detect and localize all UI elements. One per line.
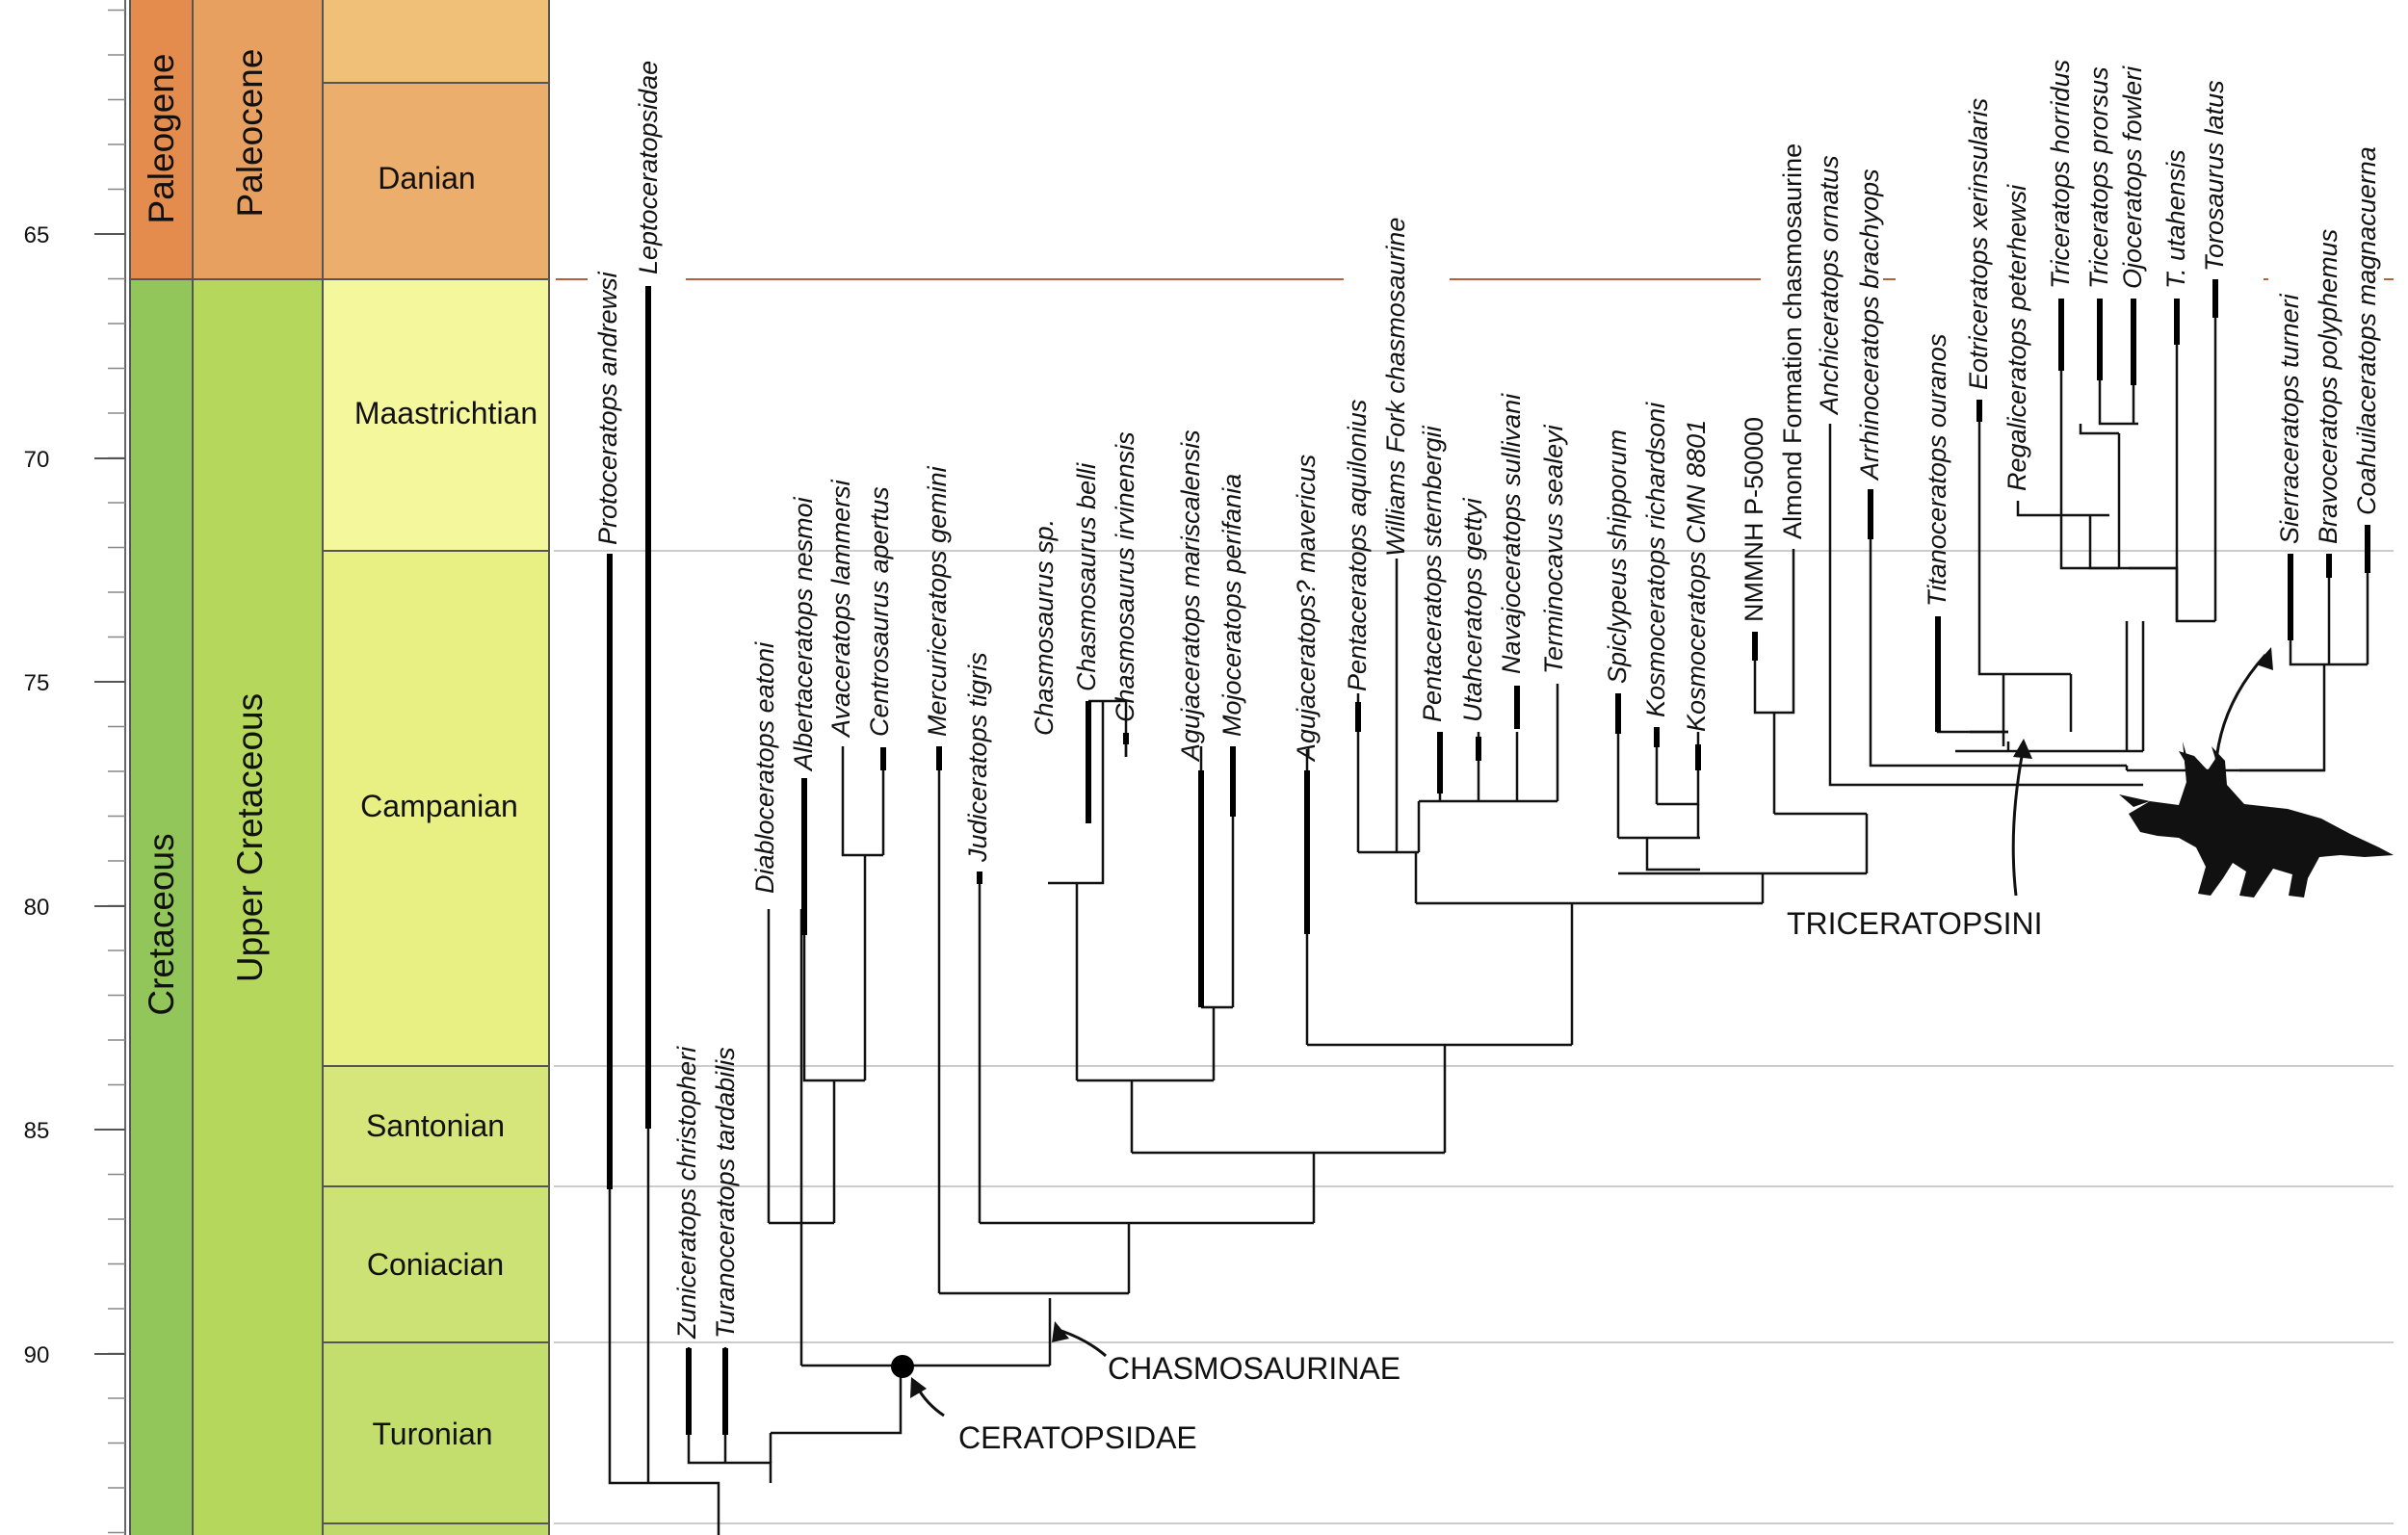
stage-label-turonian: Turonian xyxy=(372,1417,492,1451)
stage-danian xyxy=(322,82,550,280)
taxon-label: Protoceratops andrewsi xyxy=(593,271,622,545)
taxon-label: Titanoceratops ouranos xyxy=(1923,334,1951,607)
taxon-labels: Protoceratops andrewsi Leptoceratopsidae… xyxy=(593,60,2381,1340)
period-paleogene xyxy=(129,0,194,280)
taxon-label: Chasmosaurus irvinensis xyxy=(1111,431,1139,722)
taxon-label: Triceratops horridus xyxy=(2046,60,2075,289)
epoch-paleocene xyxy=(192,0,324,280)
taxon-label: Ojoceratops fowleri xyxy=(2118,65,2147,289)
taxon-label: Sierraceratops turneri xyxy=(2275,293,2304,544)
taxon-label: Pentaceratops sternbergii xyxy=(1418,425,1447,722)
stage-coniacian xyxy=(322,1185,550,1343)
stage-maastrichtian xyxy=(322,278,550,552)
ceratopsian-silhouette-icon xyxy=(2119,741,2394,898)
stage-campanian xyxy=(322,550,550,1067)
stage-label-campanian: Campanian xyxy=(360,789,518,823)
taxon-label: Leptoceratopsidae xyxy=(634,61,663,274)
stage-label-santonian: Santonian xyxy=(366,1108,505,1143)
taxon-label: Torosaurus latus xyxy=(2200,80,2229,272)
taxon-label: Diabloceratops eatoni xyxy=(750,641,779,894)
taxon-label: Williams Fork chasmosaurine xyxy=(1381,218,1410,557)
taxon-label: Turanoceratops tardabilis xyxy=(711,1047,740,1339)
taxon-label: Agujaceratops? mavericus xyxy=(1292,455,1321,763)
cladogram xyxy=(608,279,2369,1535)
taxon-label: Albertaceratops nesmoi xyxy=(789,496,818,772)
taxon-label: Almond Formation chasmosaurine xyxy=(1778,143,1807,539)
taxon-label: NMMNH P-50000 xyxy=(1740,417,1768,622)
epoch-upper-cretaceous xyxy=(192,278,324,1535)
taxon-label: Mercuriceratops gemini xyxy=(923,465,952,737)
taxon-label: Spiclypeus shipporum xyxy=(1603,429,1632,684)
taxon-label: Arrhinoceratops brachyops xyxy=(1855,169,1884,481)
taxon-label: Kosmoceratops richardsoni xyxy=(1641,402,1670,717)
taxon-label: Utahceratops gettyi xyxy=(1458,497,1487,722)
taxon-label: Zuniceratops christopheri xyxy=(672,1046,701,1340)
period-cretaceous xyxy=(129,278,194,1535)
stage-boundary-lines xyxy=(554,550,2394,1524)
taxon-label: Avaceratops lammersi xyxy=(826,479,855,739)
taxon-label: Eotriceratops xerinsularis xyxy=(1964,98,1993,390)
stage-label-coniacian: Coniacian xyxy=(367,1247,504,1282)
age-label-80: 80 xyxy=(24,895,50,921)
arrowheads xyxy=(910,647,2273,1398)
stage-top xyxy=(322,0,550,84)
taxon-label: Anchiceratops ornatus xyxy=(1815,155,1844,416)
period-label-paleogene: Paleogene xyxy=(142,54,181,224)
taxon-label: Chasmosaurus sp. xyxy=(1030,519,1059,736)
age-label-90: 90 xyxy=(24,1342,50,1368)
stratigraphic-range-bars xyxy=(607,279,2370,1435)
taxon-label: Navajoceratops sullivani xyxy=(1497,393,1526,674)
geologic-column xyxy=(129,0,550,1535)
epoch-label-upper-cretaceous: Upper Cretaceous xyxy=(230,693,270,982)
taxon-label: Chasmosaurus belli xyxy=(1072,462,1101,691)
stage-label-maastrichtian: Maastrichtian xyxy=(354,396,537,430)
taxon-label: Mojoceratops perifania xyxy=(1217,474,1246,737)
ceratopsidae-node xyxy=(891,1355,914,1378)
age-label-65: 65 xyxy=(24,222,50,248)
taxon-label: Agujaceratops mariscalensis xyxy=(1176,429,1205,763)
epoch-label-paleocene: Paleocene xyxy=(230,49,270,218)
taxon-label: Judiceratops tigris xyxy=(963,652,992,863)
age-axis: 65 70 75 80 85 90 xyxy=(24,0,126,1535)
clade-label-ceratopsidae: CERATOPSIDAE xyxy=(958,1420,1197,1455)
age-label-75: 75 xyxy=(24,670,50,696)
clade-label-triceratopsini: TRICERATOPSINI xyxy=(1787,906,2043,941)
stage-label-danian: Danian xyxy=(378,161,475,195)
taxon-label: T. utahensis xyxy=(2161,149,2190,289)
age-label-70: 70 xyxy=(24,447,50,473)
taxon-label: Bravoceratops polyphemus xyxy=(2314,229,2343,544)
major-ticks xyxy=(94,233,125,1355)
taxon-label: Pentaceratops aquilonius xyxy=(1343,400,1372,691)
geologic-labels: Paleogene Cretaceous Paleocene Upper Cre… xyxy=(142,49,537,1451)
age-label-85: 85 xyxy=(24,1118,50,1144)
taxon-label: Kosmoceratops CMN 8801 xyxy=(1682,420,1711,732)
stage-bottom xyxy=(322,1522,550,1535)
period-label-cretaceous: Cretaceous xyxy=(142,833,181,1015)
taxon-label: Centrosaurus apertus xyxy=(865,486,894,737)
taxon-label: Triceratops prorsus xyxy=(2084,66,2113,289)
clade-label-chasmosaurinae: CHASMOSAURINAE xyxy=(1108,1351,1400,1386)
taxon-label: Terminocavus sealeyi xyxy=(1539,424,1568,674)
taxon-label: Coahuilaceratops magnacuerna xyxy=(2352,146,2381,515)
taxon-label: Regaliceratops peterhewsi xyxy=(2002,184,2031,491)
clade-arrows xyxy=(915,653,2267,1418)
stage-santonian xyxy=(322,1065,550,1187)
